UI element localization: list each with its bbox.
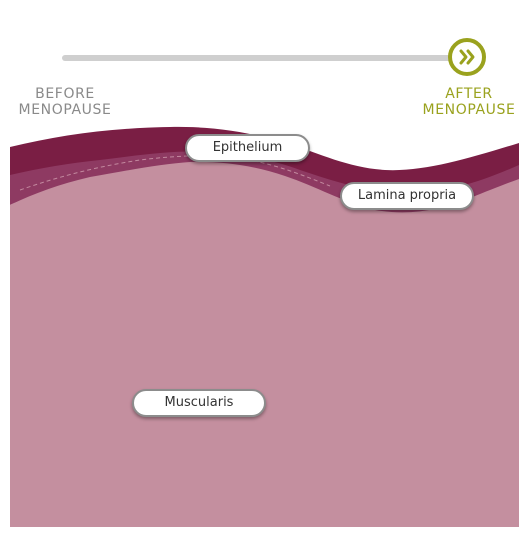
before-menopause-label[interactable]: BEFORE MENOPAUSE bbox=[12, 86, 118, 118]
after-label-line2: MENOPAUSE bbox=[422, 102, 516, 118]
lamina-propria-tag[interactable]: Lamina propria bbox=[340, 182, 474, 210]
before-label-line1: BEFORE bbox=[35, 86, 95, 102]
timeline-slider-track[interactable] bbox=[62, 55, 466, 61]
after-label-line1: AFTER bbox=[445, 86, 493, 102]
muscularis-layer bbox=[10, 161, 519, 527]
before-label-line2: MENOPAUSE bbox=[18, 102, 112, 118]
after-menopause-label[interactable]: AFTER MENOPAUSE bbox=[416, 86, 522, 118]
slider-handle[interactable] bbox=[448, 38, 486, 76]
epithelium-tag[interactable]: Epithelium bbox=[185, 134, 310, 162]
double-chevron-right-icon bbox=[459, 49, 475, 65]
muscularis-tag[interactable]: Muscularis bbox=[132, 389, 266, 417]
